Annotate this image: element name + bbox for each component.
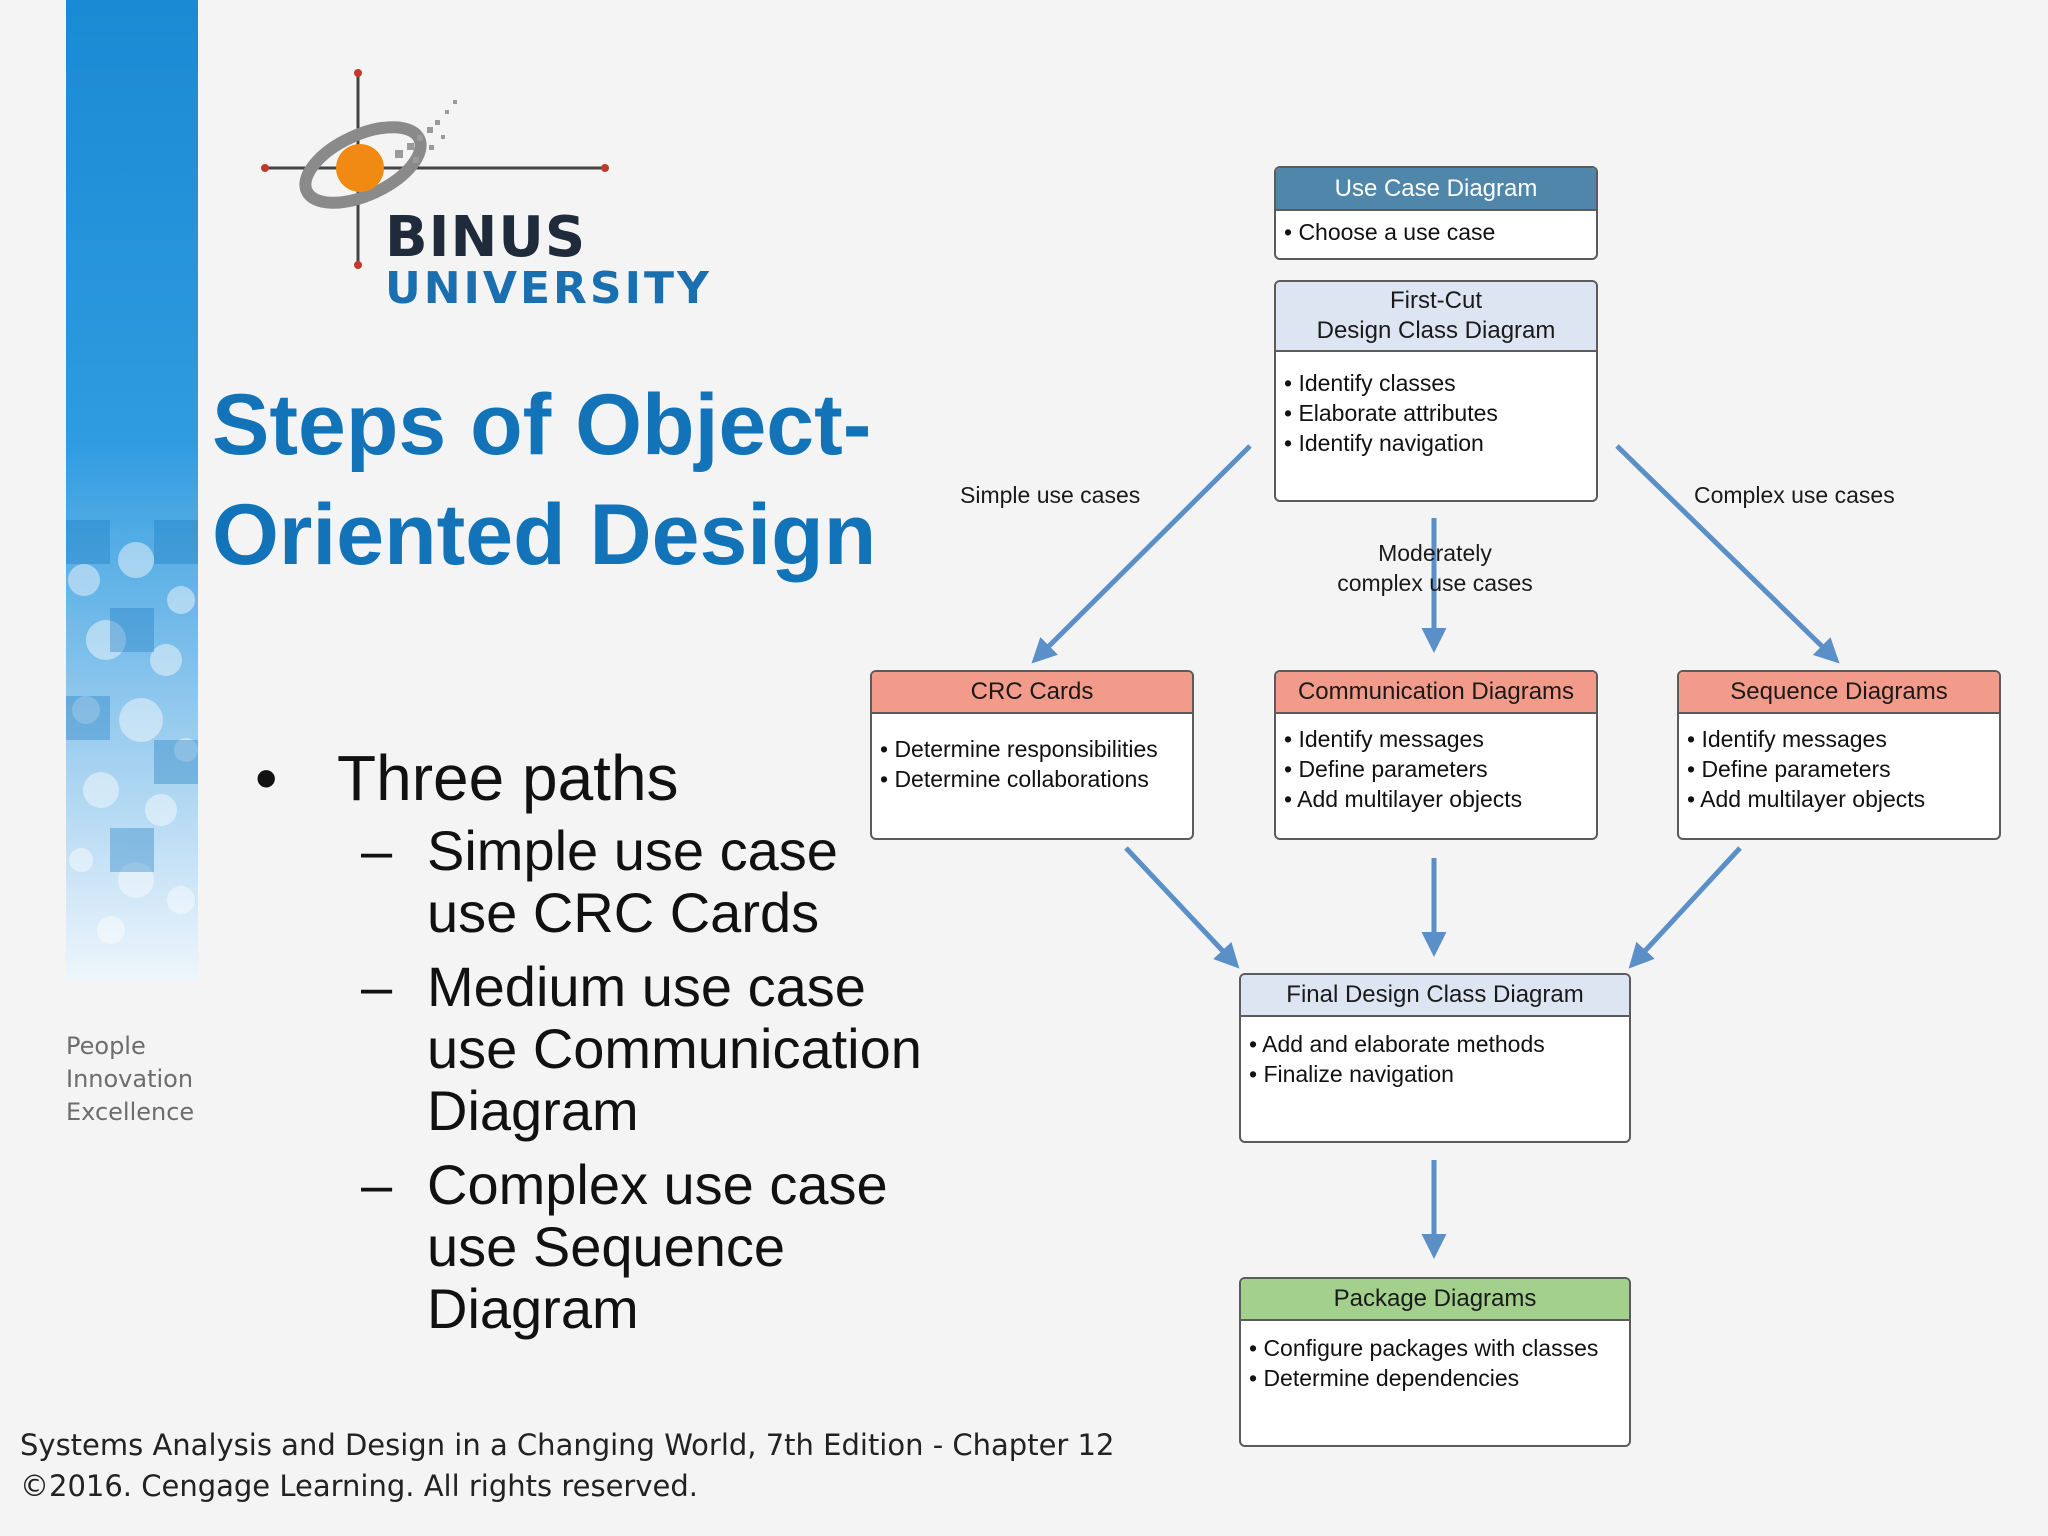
final-design-class-box: Final Design Class Diagram • Add and ela… bbox=[1239, 973, 1631, 1143]
box-title: Sequence Diagrams bbox=[1730, 678, 1948, 705]
logo-word-university: UNIVERSITY bbox=[385, 263, 712, 314]
first-cut-design-class-box: First-Cut Design Class Diagram • Identif… bbox=[1274, 280, 1598, 502]
box-item: • Choose a use case bbox=[1284, 219, 1496, 245]
dash-icon: – bbox=[361, 1153, 393, 1216]
sub-bullet-complex: – Complex use case use Sequence Diagram bbox=[255, 1154, 922, 1340]
sub-bullet-line: use Sequence bbox=[427, 1215, 786, 1278]
crc-cards-box: CRC Cards • Determine responsibilities •… bbox=[870, 670, 1194, 840]
dash-icon: – bbox=[361, 819, 393, 882]
box-item: • Add and elaborate methods bbox=[1249, 1031, 1545, 1057]
sub-bullet-line: Simple use case bbox=[427, 819, 838, 882]
label-line: Moderately bbox=[1378, 540, 1492, 566]
package-diagrams-box: Package Diagrams • Configure packages wi… bbox=[1239, 1277, 1631, 1447]
box-title: Package Diagrams bbox=[1333, 1285, 1537, 1312]
footer-citation: Systems Analysis and Design in a Changin… bbox=[20, 1425, 1114, 1507]
label-moderately-complex: Moderately complex use cases bbox=[1310, 538, 1560, 598]
dash-icon: – bbox=[361, 955, 393, 1018]
sub-bullet-line: Complex use case bbox=[427, 1153, 888, 1216]
tagline-line: Excellence bbox=[66, 1098, 195, 1126]
box-item: • Identify navigation bbox=[1284, 430, 1484, 456]
box-item: • Identify messages bbox=[1284, 726, 1484, 752]
box-item: • Determine responsibilities bbox=[880, 736, 1158, 762]
bullet-text: Three paths bbox=[337, 742, 679, 814]
arrow-simple-path bbox=[1031, 444, 1252, 664]
label-line: complex use cases bbox=[1337, 570, 1533, 596]
box-item: • Determine collaborations bbox=[880, 766, 1149, 792]
box-header: Sequence Diagrams bbox=[1679, 672, 1999, 714]
box-header: Final Design Class Diagram bbox=[1241, 975, 1629, 1017]
sub-bullet-simple: – Simple use case use CRC Cards bbox=[255, 820, 922, 944]
logo-emblem-icon bbox=[261, 69, 609, 269]
decorative-side-band bbox=[66, 0, 198, 980]
box-item: • Elaborate attributes bbox=[1284, 400, 1498, 426]
box-header: First-Cut Design Class Diagram bbox=[1276, 282, 1596, 352]
tagline: People Innovation Excellence bbox=[66, 1030, 194, 1129]
box-title: Communication Diagrams bbox=[1297, 678, 1575, 705]
tagline-line: People bbox=[66, 1032, 146, 1060]
slide-title: Steps of Object- Oriented Design bbox=[212, 370, 952, 590]
communication-diagrams-box: Communication Diagrams • Identify messag… bbox=[1274, 670, 1598, 840]
box-header: Use Case Diagram bbox=[1276, 168, 1596, 211]
sub-bullet-line: use Communication bbox=[427, 1017, 922, 1080]
title-line: Oriented Design bbox=[212, 487, 877, 583]
box-item: • Finalize navigation bbox=[1249, 1061, 1454, 1087]
label-simple-use-cases: Simple use cases bbox=[960, 482, 1141, 508]
box-header: Communication Diagrams bbox=[1276, 672, 1596, 714]
box-item: • Define parameters bbox=[1284, 756, 1488, 782]
box-title: CRC Cards bbox=[970, 678, 1094, 705]
box-header: CRC Cards bbox=[872, 672, 1192, 714]
tagline-line: Innovation bbox=[66, 1065, 194, 1093]
footer-line: ©2016. Cengage Learning. All rights rese… bbox=[20, 1469, 698, 1503]
arrow-seq-to-final bbox=[1628, 846, 1742, 969]
box-item: • Configure packages with classes bbox=[1249, 1335, 1599, 1361]
logo-word-binus: BINUS bbox=[385, 205, 587, 270]
box-header: Package Diagrams bbox=[1241, 1279, 1629, 1321]
box-title: Final Design Class Diagram bbox=[1286, 981, 1584, 1008]
sequence-diagrams-box: Sequence Diagrams • Identify messages • … bbox=[1677, 670, 2001, 840]
footer-line: Systems Analysis and Design in a Changin… bbox=[20, 1428, 1115, 1462]
box-title: First-Cut bbox=[1390, 287, 1482, 314]
sub-bullet-line: Diagram bbox=[427, 1277, 639, 1340]
label-complex-use-cases: Complex use cases bbox=[1694, 482, 1895, 508]
bullet-item: • Three paths bbox=[255, 738, 922, 818]
bullet-dot-icon: • bbox=[255, 742, 278, 814]
box-title: Use Case Diagram bbox=[1334, 174, 1538, 202]
binus-university-logo: BINUS UNIVERSITY bbox=[255, 65, 709, 325]
arrow-crc-to-final bbox=[1124, 846, 1240, 969]
sub-bullet-line: use CRC Cards bbox=[427, 881, 820, 944]
use-case-diagram-box: Use Case Diagram • Choose a use case bbox=[1274, 166, 1598, 260]
box-item: • Determine dependencies bbox=[1249, 1365, 1520, 1391]
sub-bullet-line: Diagram bbox=[427, 1079, 639, 1142]
sub-bullet-medium: – Medium use case use Communication Diag… bbox=[255, 956, 922, 1142]
box-item: • Define parameters bbox=[1687, 756, 1891, 782]
box-item: • Add multilayer objects bbox=[1284, 786, 1523, 812]
box-title: Design Class Diagram bbox=[1316, 317, 1556, 344]
title-line: Steps of Object- bbox=[212, 377, 872, 473]
bullet-list: • Three paths – Simple use case use CRC … bbox=[255, 738, 922, 1340]
box-item: • Identify classes bbox=[1284, 370, 1456, 396]
arrow-complex-path bbox=[1615, 444, 1840, 664]
box-item: • Identify messages bbox=[1687, 726, 1887, 752]
sub-bullet-line: Medium use case bbox=[427, 955, 866, 1018]
box-item: • Add multilayer objects bbox=[1687, 786, 1926, 812]
